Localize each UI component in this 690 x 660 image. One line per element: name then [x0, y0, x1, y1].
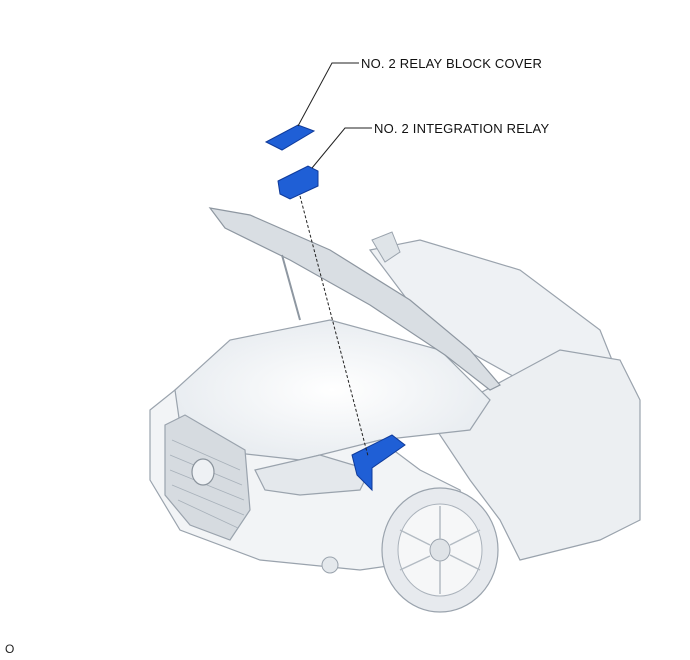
emblem: [191, 458, 215, 486]
front-wheel: [381, 487, 499, 613]
relay-block-cover-label: NO. 2 RELAY BLOCK COVER: [361, 56, 543, 71]
fog-light: [321, 556, 339, 574]
car-body: [149, 239, 641, 571]
side-mirror: [371, 231, 401, 263]
leader-line-relay: [311, 127, 372, 169]
leader-line-cover: [297, 62, 359, 127]
integration-relay-label: NO. 2 INTEGRATION RELAY: [374, 121, 550, 136]
hood: [208, 207, 501, 391]
hood-strut: [281, 254, 301, 321]
relay-block-cover-part: [264, 124, 316, 151]
integration-relay-part: [277, 165, 319, 200]
relay-block-installed: [351, 434, 406, 492]
figure-code: O: [5, 642, 15, 656]
